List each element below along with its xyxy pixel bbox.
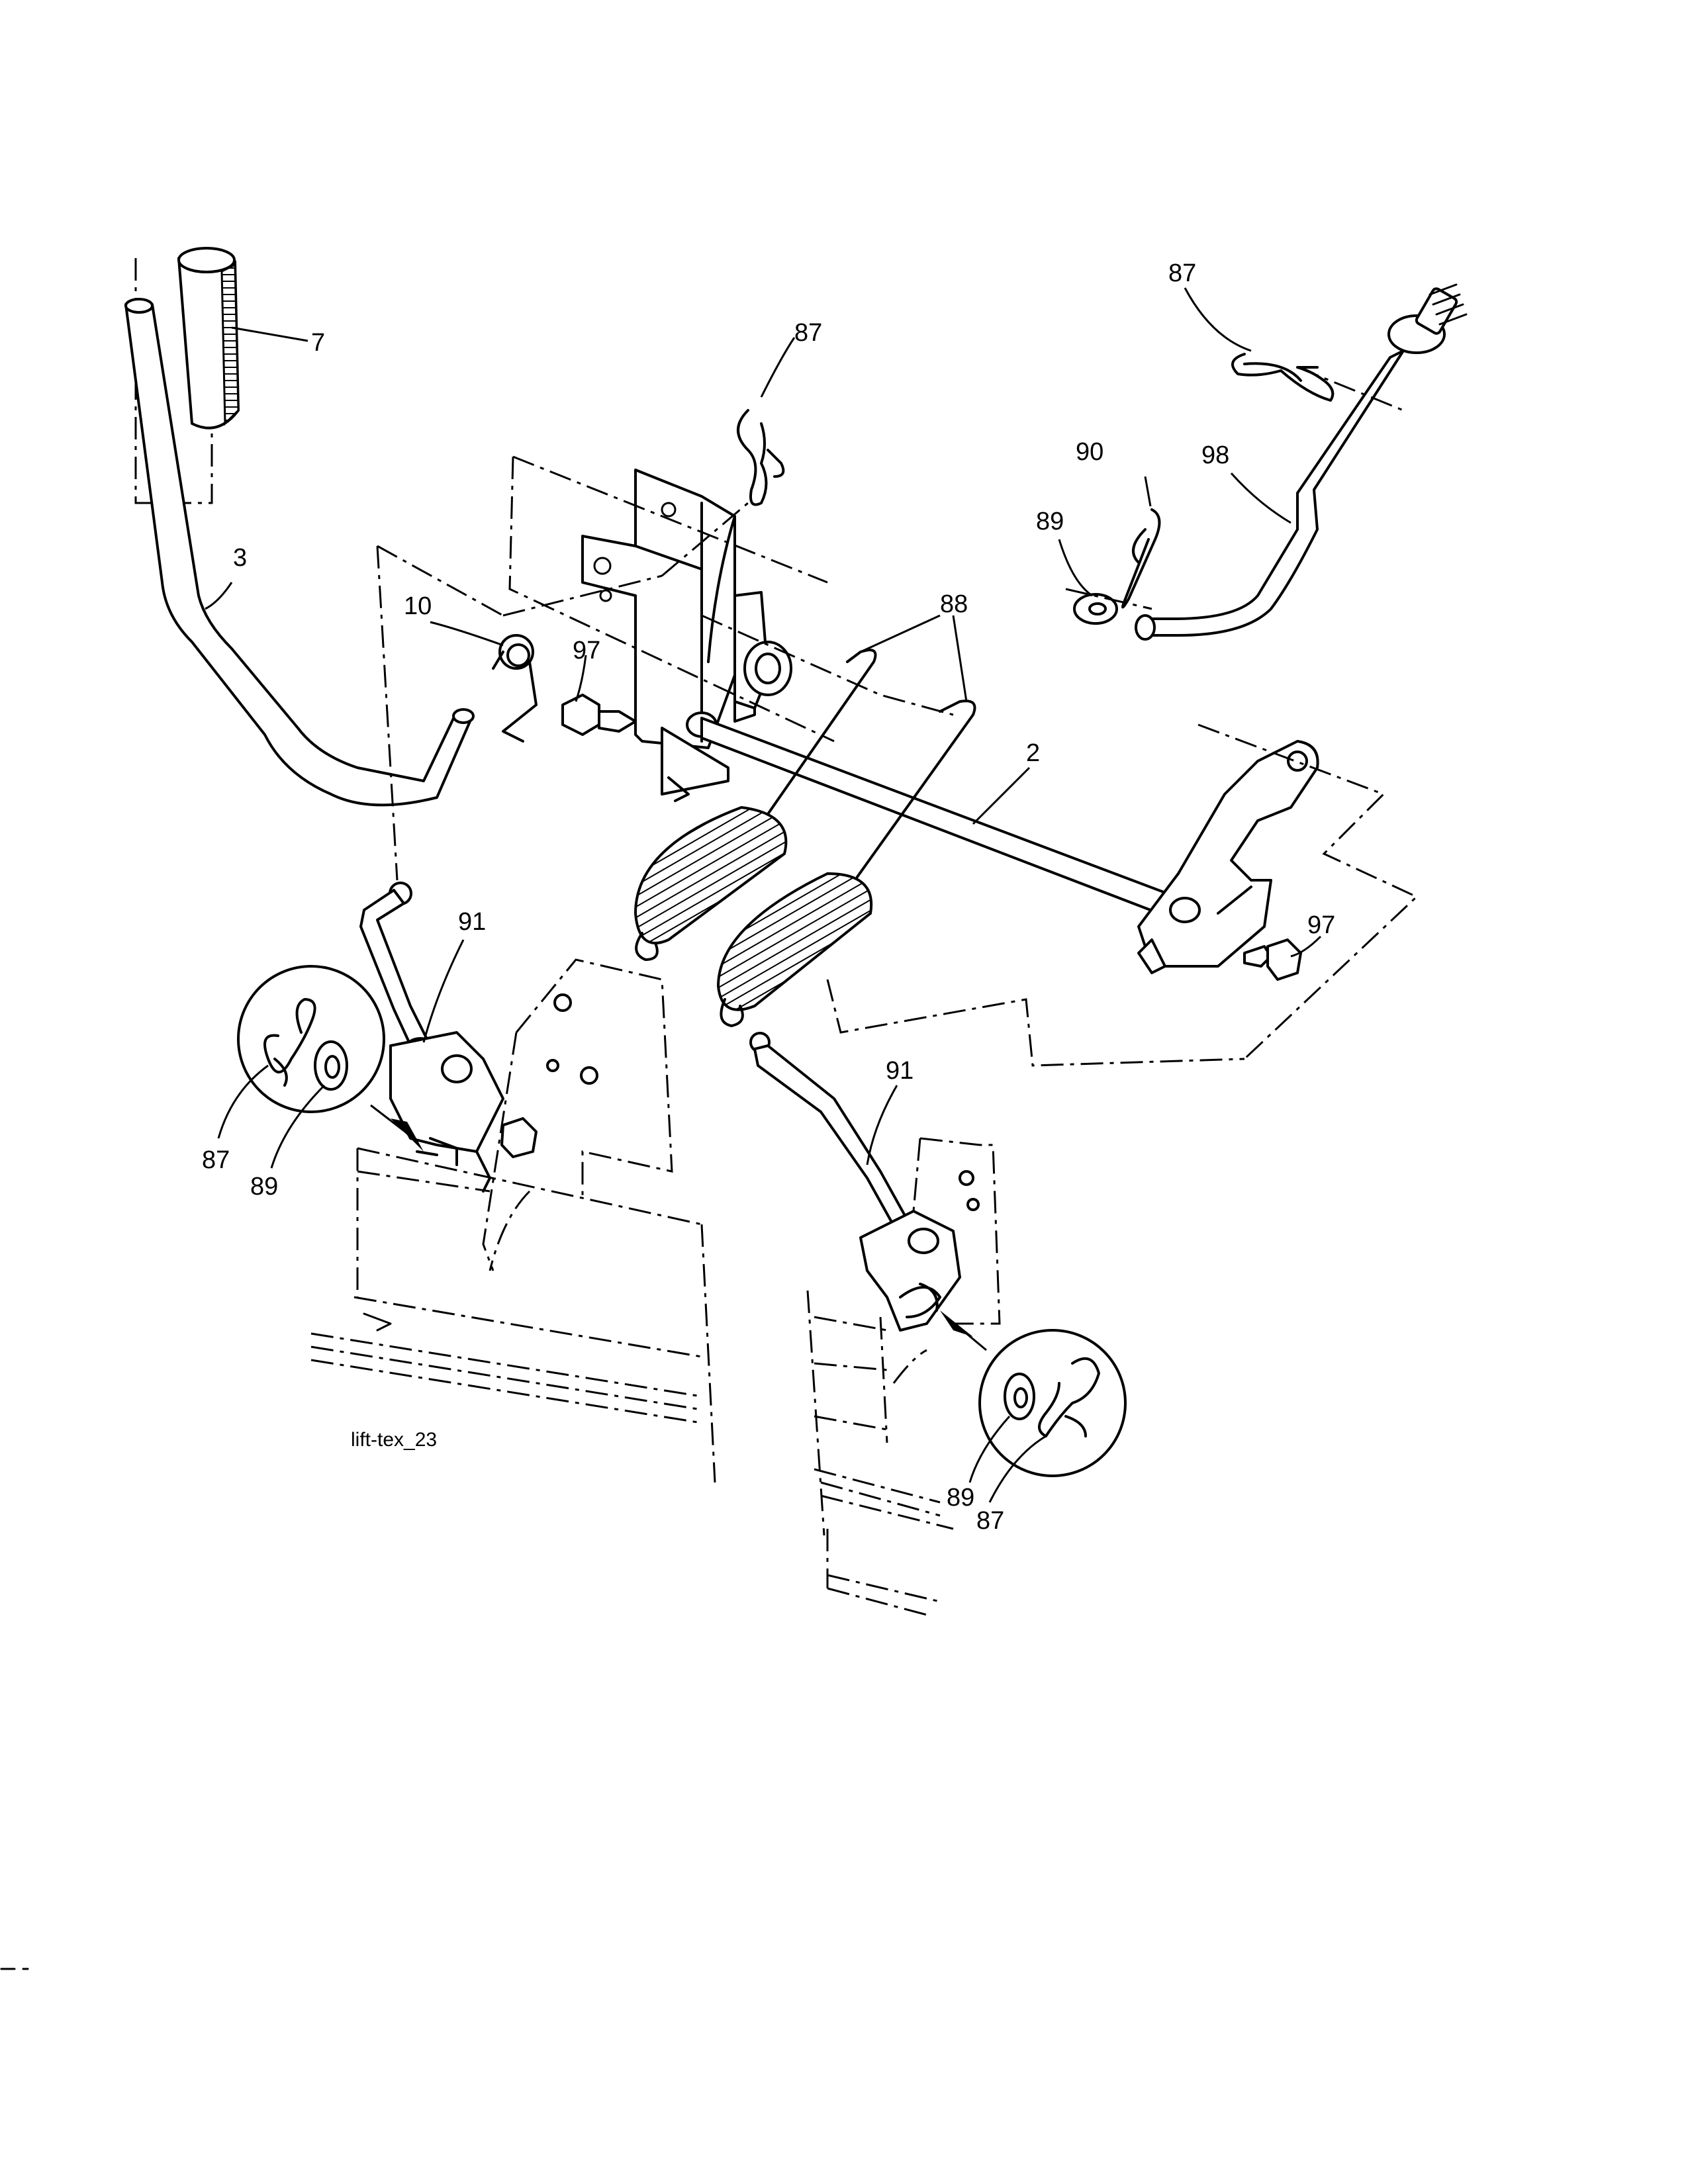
callout-89-right: 89: [1036, 508, 1064, 535]
hairpin-clip-part: [737, 409, 785, 506]
callout-87-top-center: 87: [794, 319, 822, 347]
diagram-id-caption: lift-tex_23: [351, 1429, 437, 1451]
shoulder-bolt-part: [561, 694, 637, 736]
callout-98: 98: [1201, 441, 1229, 469]
left-deck-mount-plate: [310, 958, 716, 1483]
pivot-hub: [686, 591, 792, 738]
callout-87-left-inset: 87: [202, 1146, 230, 1174]
left-deck-hanger-bracket: [389, 1031, 538, 1193]
detail-inset-left: [237, 965, 424, 1152]
flat-washer-part: [1073, 593, 1118, 625]
right-lift-arm-part: [1137, 740, 1319, 974]
shoulder-bolt-part: [1243, 938, 1302, 981]
callout-89-right-inset: 89: [947, 1484, 974, 1512]
detail-inset-right: [940, 1310, 1127, 1477]
callout-90: 90: [1076, 438, 1103, 466]
right-deck-mount-plate: [806, 1137, 1001, 1616]
handle-grip-part: [177, 247, 240, 430]
alignment-lines: [376, 366, 1419, 1067]
torsion-spring-part: [492, 634, 538, 743]
callout-91-right: 91: [886, 1057, 914, 1085]
callout-88: 88: [940, 590, 968, 618]
callout-10: 10: [404, 592, 432, 620]
callout-97-left: 97: [573, 637, 600, 664]
extension-spring-right: [716, 700, 976, 1027]
callout-89-left-inset: 89: [250, 1173, 278, 1201]
callout-labels: 7 3 87 87 90 98 89 10 97 88 2 97 91 91 8…: [202, 259, 1335, 1535]
hairpin-clip-part: [1231, 353, 1335, 402]
callout-97-right: 97: [1307, 911, 1335, 939]
callout-2: 2: [1026, 739, 1040, 767]
hairpin-cotter-part: [1121, 508, 1161, 609]
callout-3: 3: [233, 544, 247, 572]
lift-handle-part: [124, 255, 475, 807]
deck-adjustment-rod-part: [1135, 283, 1468, 641]
callout-7: 7: [311, 329, 325, 357]
right-deck-hanger-bracket: [859, 1210, 961, 1332]
callout-87-top-right: 87: [1168, 259, 1196, 287]
callout-91-left: 91: [458, 908, 486, 936]
leader-lines: [205, 287, 1322, 1503]
callout-87-right-inset: 87: [976, 1507, 1004, 1535]
